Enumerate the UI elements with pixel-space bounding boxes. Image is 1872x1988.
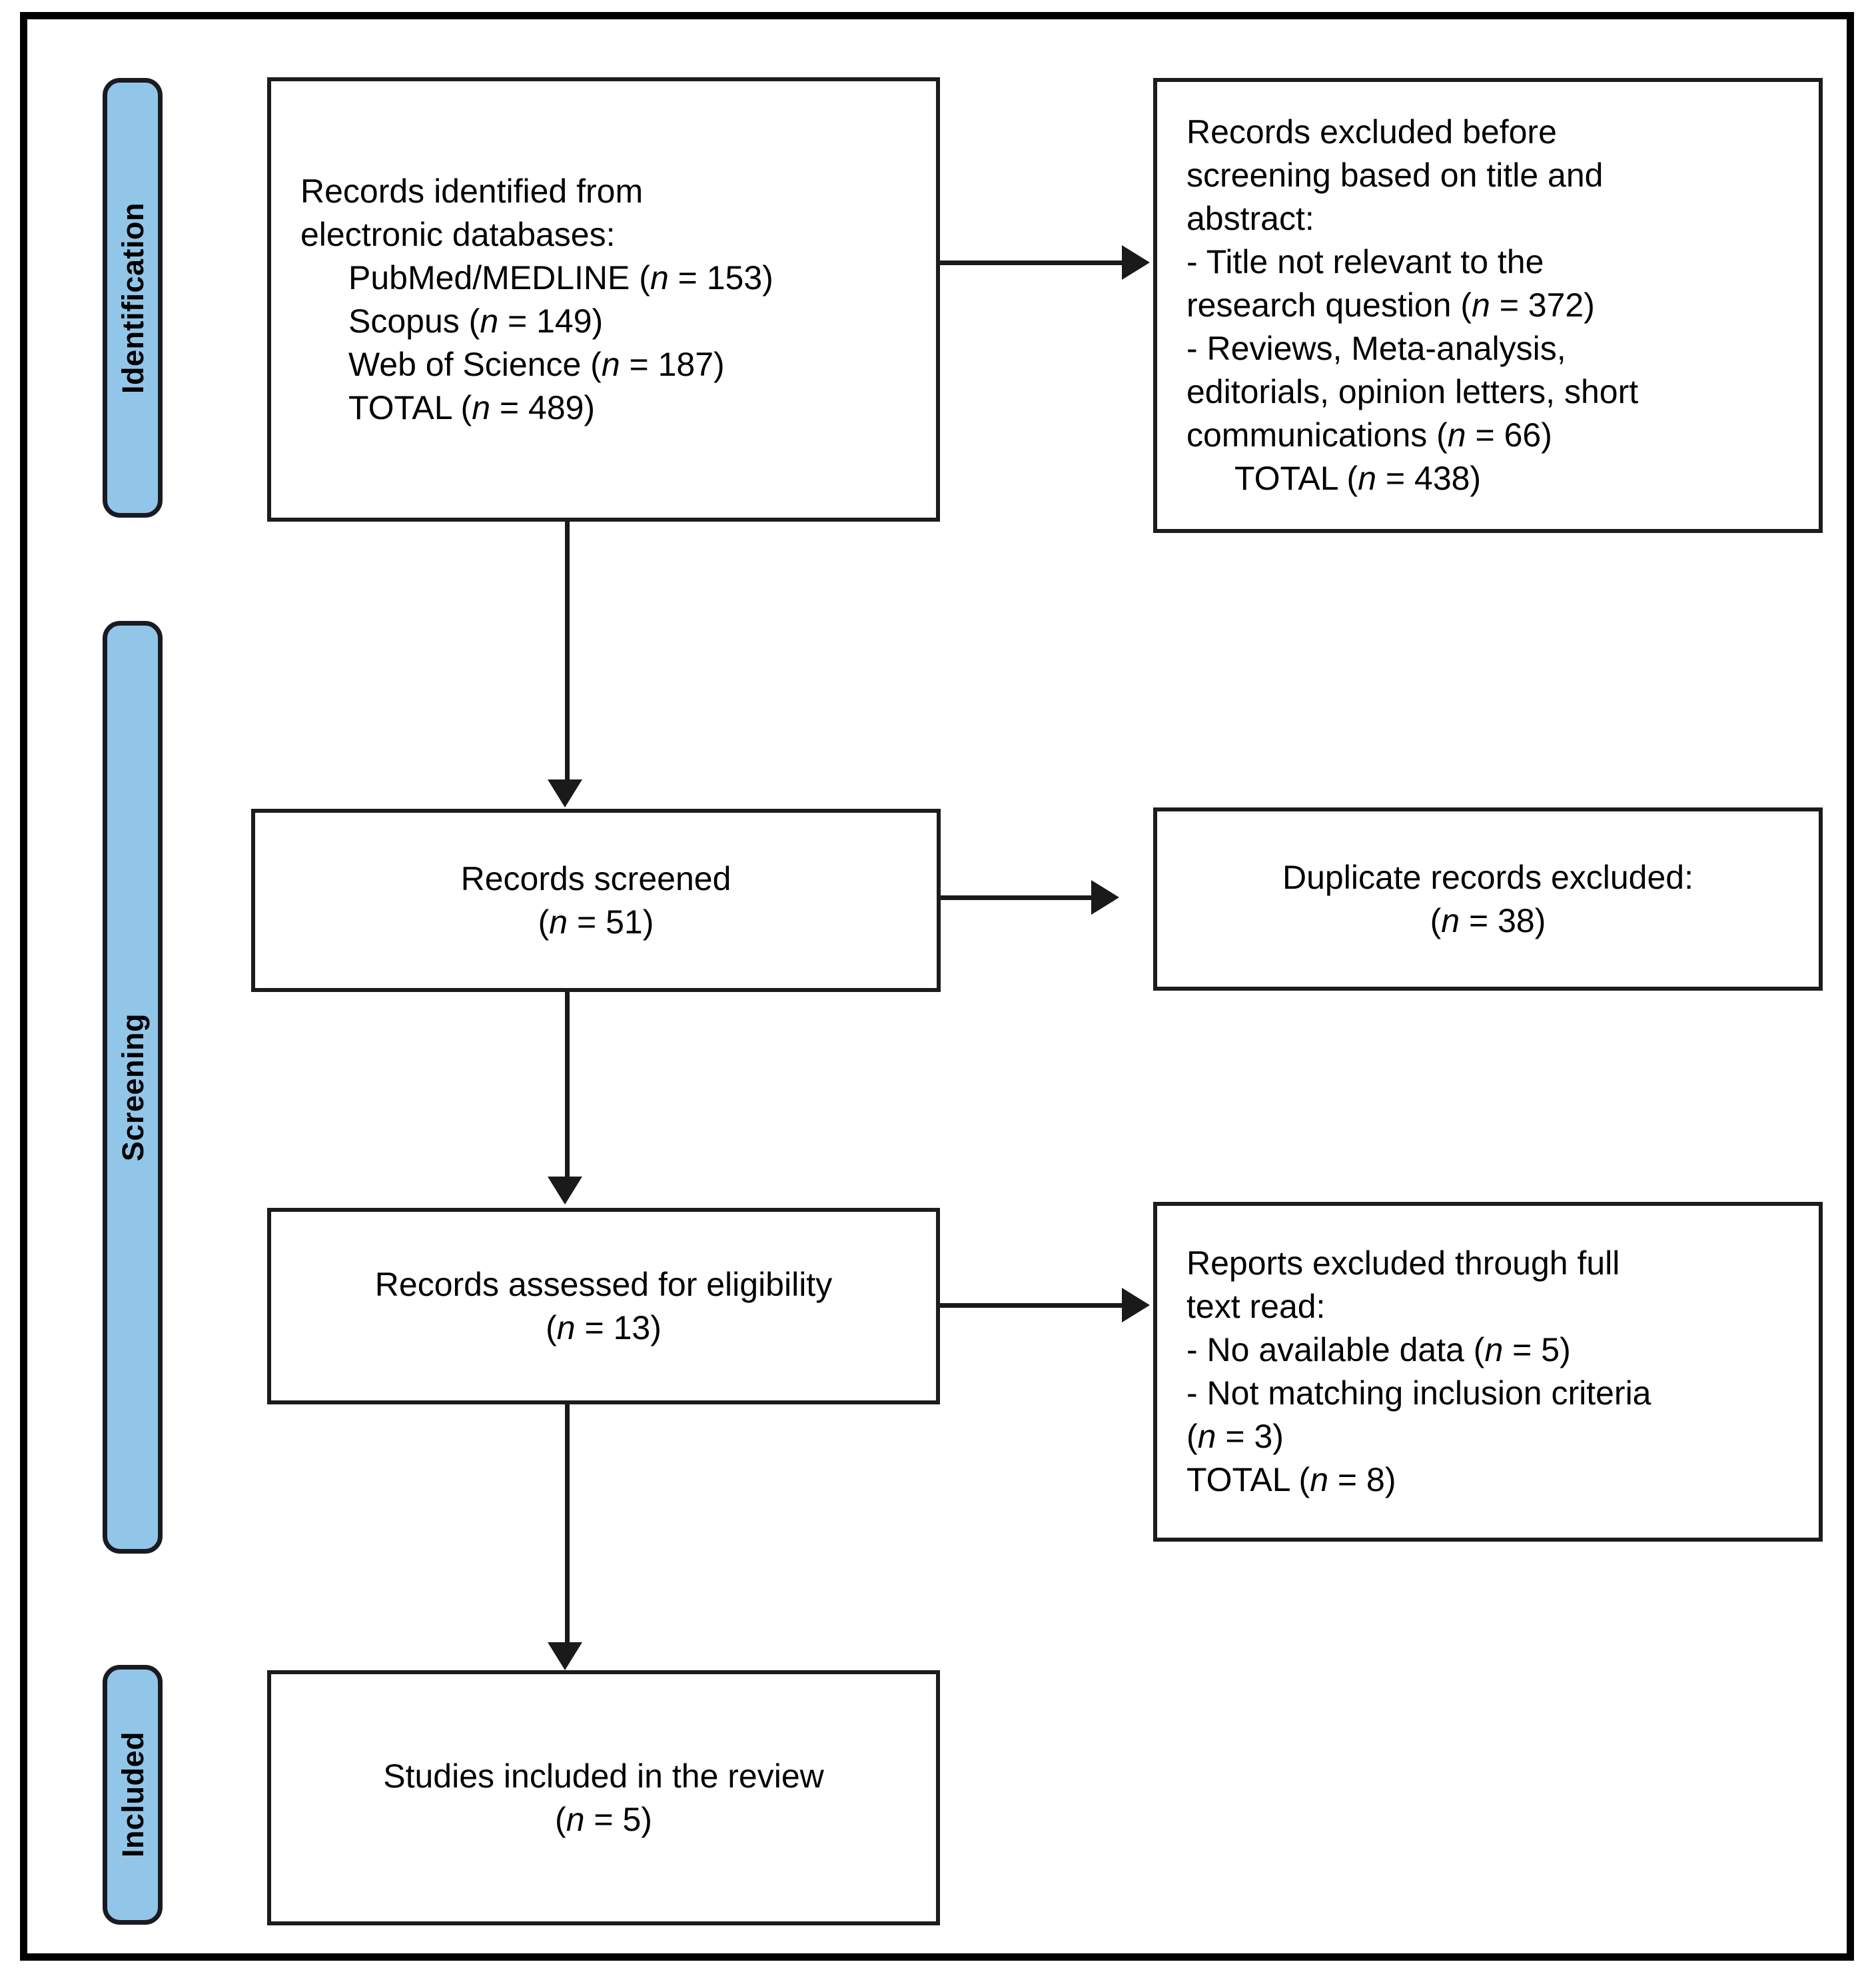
box-text-line: (n = 38)	[1430, 901, 1546, 939]
box-text-line: - Reviews, Meta-analysis,	[1186, 330, 1566, 367]
box-text-line: Records identified from	[300, 172, 644, 210]
connector-eligibility-to-excluded-line	[940, 1303, 1123, 1308]
arrow-down-icon	[548, 1642, 582, 1670]
box-text-line: text read:	[1186, 1288, 1326, 1325]
box-studies-included-in-review: Studies included in the review (n = 5)	[267, 1670, 940, 1925]
box-text-line: electronic databases:	[300, 215, 616, 253]
box-text-line: Studies included in the review	[383, 1757, 824, 1795]
connector-screened-to-eligibility-line	[565, 992, 570, 1179]
box-text-line: (n = 3)	[1186, 1418, 1284, 1455]
arrow-down-icon	[548, 779, 582, 807]
box-text-line: Reports excluded through full	[1186, 1244, 1620, 1282]
box-text-line: screening based on title and	[1186, 157, 1604, 194]
arrow-right-icon	[1122, 245, 1150, 280]
box-text-line: (n = 5)	[555, 1800, 652, 1838]
box-text-line: editorials, opinion letters, short	[1186, 373, 1639, 410]
box-text-line: Duplicate records excluded:	[1282, 858, 1693, 896]
box-text-line: Records assessed for eligibility	[374, 1265, 833, 1303]
box-records-screened: Records screened (n = 51)	[251, 809, 941, 992]
box-records-identified: Records identified from electronic datab…	[267, 77, 940, 522]
arrow-down-icon	[548, 1177, 582, 1205]
box-text-line: - Title not relevant to the	[1186, 243, 1544, 280]
box-text-line: PubMed/MEDLINE (n = 153)	[348, 258, 773, 296]
connector-screened-to-duplicates-line	[941, 895, 1093, 900]
box-text-line: abstract:	[1186, 200, 1314, 237]
box-records-excluded-before-screening: Records excluded before screening based …	[1153, 78, 1823, 533]
stage-label-screening: Screening	[115, 1013, 150, 1162]
connector-identified-to-excluded-line	[940, 260, 1123, 265]
box-reports-excluded-full-text: Reports excluded through full text read:…	[1153, 1202, 1823, 1542]
arrow-right-icon	[1122, 1288, 1150, 1322]
connector-identified-to-screened-line	[565, 522, 570, 781]
stage-bar-screening: Screening	[103, 621, 163, 1554]
stage-label-included: Included	[115, 1732, 150, 1858]
box-text-line: Web of Science (n = 187)	[348, 345, 725, 383]
box-text-line: TOTAL (n = 8)	[1186, 1461, 1396, 1498]
stage-bar-identification: Identification	[103, 78, 163, 518]
stage-label-identification: Identification	[115, 202, 150, 394]
box-text-line: Records excluded before	[1186, 113, 1557, 151]
box-text-line: (n = 51)	[538, 903, 654, 941]
box-text-line: (n = 13)	[546, 1308, 662, 1346]
box-text-line: Scopus (n = 149)	[348, 302, 604, 340]
box-text-line: communications (n = 66)	[1186, 416, 1552, 454]
box-text-line: - No available data (n = 5)	[1186, 1331, 1571, 1368]
connector-eligibility-to-included-line	[565, 1404, 570, 1644]
stage-bar-included: Included	[103, 1665, 163, 1925]
box-text-line: TOTAL (n = 438)	[1234, 460, 1482, 497]
box-text-line: - Not matching inclusion criteria	[1186, 1374, 1651, 1412]
arrow-right-icon	[1091, 880, 1119, 915]
box-text-line: TOTAL (n = 489)	[348, 388, 596, 426]
box-duplicate-records-excluded: Duplicate records excluded: (n = 38)	[1153, 807, 1823, 991]
box-text-line: research question (n = 372)	[1186, 286, 1595, 324]
box-records-assessed-for-eligibility: Records assessed for eligibility (n = 13…	[267, 1208, 940, 1404]
box-text-line: Records screened	[460, 859, 731, 897]
diagram-frame: Identification Screening Included Record…	[20, 12, 1854, 1961]
